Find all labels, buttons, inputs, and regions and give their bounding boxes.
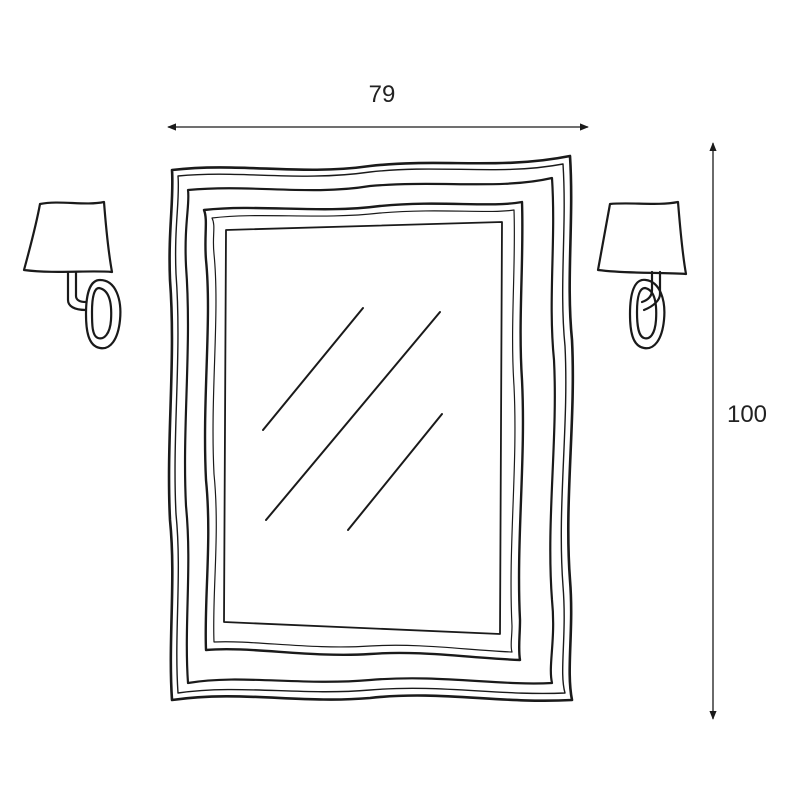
height-label: 100 bbox=[727, 401, 767, 428]
mirror-glass-edge bbox=[223, 221, 503, 635]
lamp-backplate bbox=[628, 278, 666, 350]
lamp-stem-inner bbox=[74, 270, 88, 304]
reflection-line bbox=[262, 307, 364, 431]
frame-inner-molding bbox=[202, 200, 525, 662]
reflection-line bbox=[265, 311, 441, 521]
lamp-shade bbox=[22, 200, 114, 274]
lamp-shade bbox=[596, 200, 688, 276]
lamp-backplate-inner bbox=[90, 286, 113, 340]
reflection-line bbox=[347, 413, 443, 531]
mirror-frame bbox=[167, 154, 575, 703]
frame-outer-edge-sketch bbox=[174, 163, 567, 695]
frame-inner-molding-sketch bbox=[211, 209, 516, 653]
mirror-reflection-lines bbox=[262, 307, 443, 531]
width-dimension: 79 bbox=[167, 81, 589, 131]
lamp-stem-inner bbox=[642, 270, 662, 312]
right-wall-sconce-icon bbox=[596, 200, 688, 350]
lamp-backplate bbox=[84, 278, 122, 350]
height-dimension: 100 bbox=[709, 142, 767, 720]
frame-outer-edge bbox=[167, 154, 575, 703]
lamp-backplate-inner bbox=[635, 286, 658, 340]
width-label: 79 bbox=[369, 81, 396, 108]
frame-middle-band bbox=[183, 176, 556, 685]
lamp-stem bbox=[66, 270, 88, 312]
left-wall-sconce-icon bbox=[22, 200, 122, 350]
lamp-stem bbox=[640, 270, 654, 304]
